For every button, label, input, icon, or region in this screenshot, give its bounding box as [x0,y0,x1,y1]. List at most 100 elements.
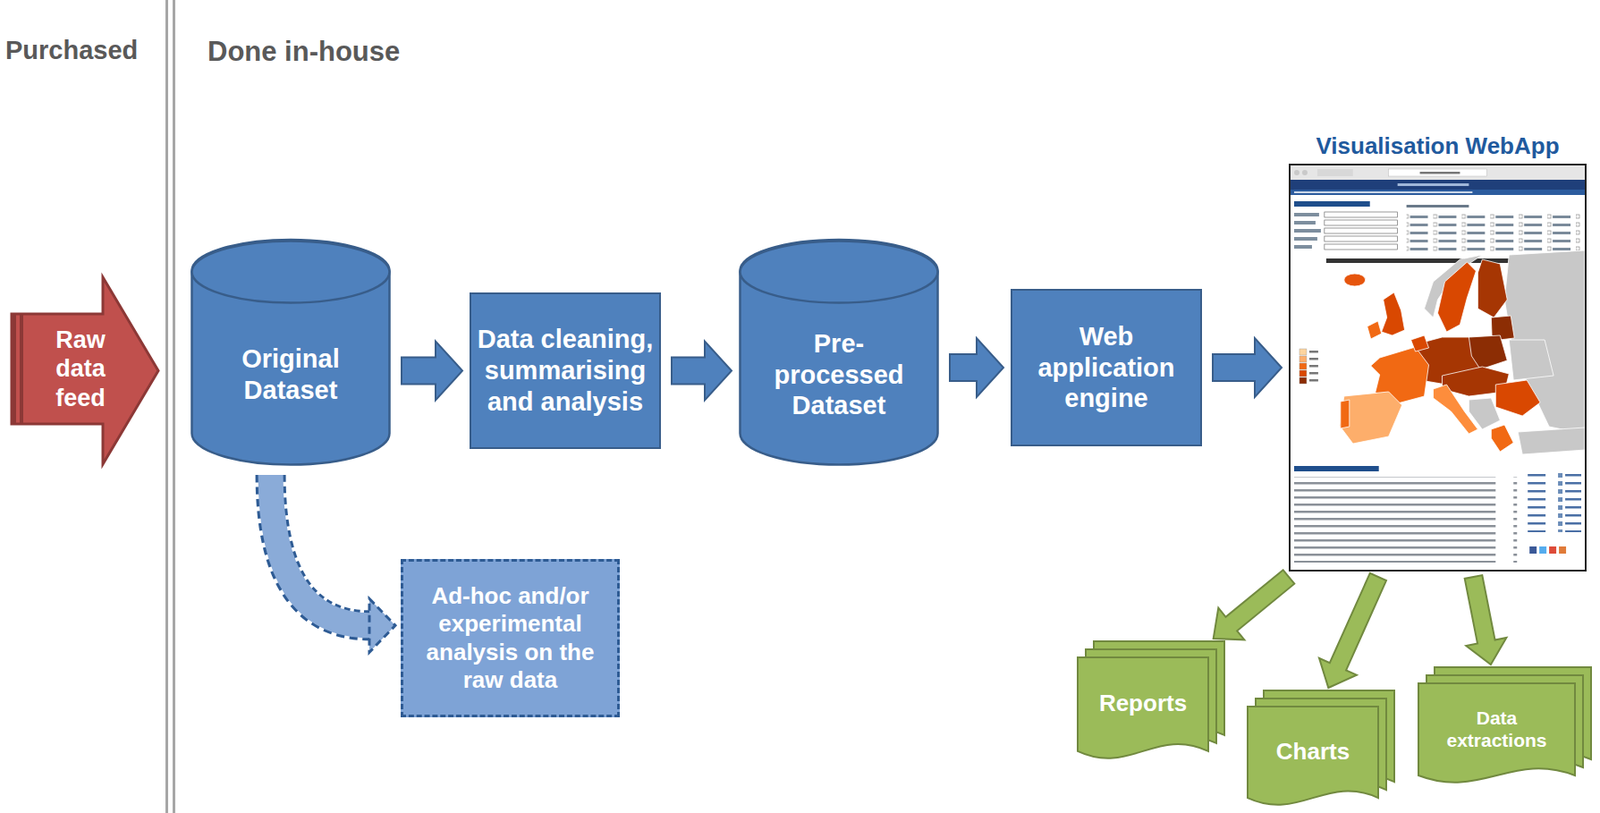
illustration-shape [1290,165,1585,570]
illustration-shape [1339,250,1585,455]
illustration-shape [1527,469,1582,533]
curved-arrow-head [369,598,396,652]
arrow-stripe [11,313,17,424]
illustration-shape [1324,228,1398,234]
illustration-shape [1438,262,1477,332]
illustration-shape [1294,245,1313,249]
process-arrow [949,338,1004,398]
adhoc-box: Ad-hoc and/or experimental analysis on t… [400,558,620,718]
illustration-shape [1290,165,1585,180]
document-stack: Data extractions [1417,666,1592,785]
illustration-shape [1397,183,1470,187]
node-label: Data cleaning, summarising and analysis [476,323,654,417]
illustration-shape [1468,335,1507,370]
illustration-shape [1340,399,1350,429]
illustration-shape [1324,220,1398,226]
node-label: Ad-hoc and/or experimental analysis on t… [411,582,610,695]
illustration-shape [1309,364,1319,368]
illustration-shape [1324,211,1398,218]
flow-arrow [671,341,732,401]
illustration-shape [1517,427,1585,455]
document-sheet [1077,657,1209,759]
flow-arrow [270,474,396,652]
node-label: Reports [1099,689,1187,718]
process-box: Web application engine [1010,288,1203,447]
illustration-shape [1477,259,1507,318]
illustration-shape [1558,546,1567,554]
curved-arrow-body [270,474,371,626]
divider-line [165,0,169,813]
illustration-shape [1406,211,1582,252]
document-stack: Charts [1246,689,1396,807]
illustration-shape [1495,380,1541,416]
input-arrow: Raw data feed [9,275,161,466]
illustration-shape [1294,201,1371,207]
text-area: Original Dataset [197,302,384,448]
illustration-shape [1420,171,1461,175]
arrow-stripe [19,313,24,424]
process-arrow [671,341,732,401]
illustration-shape [1508,339,1554,381]
text-area: Charts [1252,711,1374,793]
illustration-shape [1406,204,1470,208]
text-area: Pre-processed Dataset [745,302,932,448]
flow-arrow [1212,338,1282,398]
illustration-shape [1299,348,1307,356]
database-cylinder: Original Dataset [190,239,391,466]
node-label: Data extractions [1424,706,1569,752]
section-heading: Done in-house [207,35,400,68]
flow-arrow [949,338,1004,398]
process-arrow [401,341,463,401]
section-heading: Purchased [5,35,138,66]
webapp-screenshot [1290,165,1585,570]
cylinder-top [740,241,939,304]
illustration-shape [1299,355,1307,363]
illustration-shape [1309,379,1319,382]
curved-arrow-outline [270,474,371,626]
process-box: Data cleaning, summarising and analysis [469,292,661,449]
output-arrow [1319,573,1387,688]
illustration-shape [1294,169,1300,176]
illustration-shape [1290,189,1585,195]
illustration-shape [1309,357,1319,361]
illustration-shape [1302,169,1308,176]
illustration-shape [1367,321,1382,339]
cylinder-body [740,239,939,466]
illustration-shape [1299,363,1307,370]
output-arrow [1464,575,1507,665]
illustration-shape [1294,212,1320,217]
text-area: Raw data feed [27,313,134,424]
node-label: Raw data feed [42,325,119,413]
process-arrow [1212,338,1282,398]
database-cylinder: Pre-processed Dataset [738,239,940,466]
text-area: Visualisation WebApp [1288,132,1587,161]
illustration-shape [1317,169,1354,177]
illustration-shape [1339,391,1403,444]
illustration-shape [1290,179,1585,190]
illustration-shape [1294,237,1318,241]
arrow-body [11,277,159,465]
text-area: Reports [1082,661,1204,746]
node-label: Original Dataset [213,343,368,407]
illustration-shape [1309,372,1319,375]
illustration-shape [1381,292,1406,336]
illustration-shape [1344,273,1366,287]
divider-line [172,0,176,813]
illustration-shape [1299,377,1307,384]
flow-arrow [1319,573,1387,688]
cylinder-body [192,239,390,466]
illustration-shape [1324,236,1398,242]
illustration-shape [1539,546,1547,554]
document-stack: Reports [1076,640,1226,761]
webapp-panel: Visualisation WebApp [1288,132,1587,572]
flow-arrow [1464,575,1507,665]
node-label: Visualisation WebApp [1288,132,1587,161]
flow-arrow [401,341,463,401]
node-label: Web application engine [1017,321,1195,415]
flow-arrow [1213,569,1296,640]
document-sheet [1418,683,1575,783]
output-arrow [1213,569,1296,640]
illustration-shape [1294,220,1316,225]
screenshot-frame [1288,163,1587,572]
